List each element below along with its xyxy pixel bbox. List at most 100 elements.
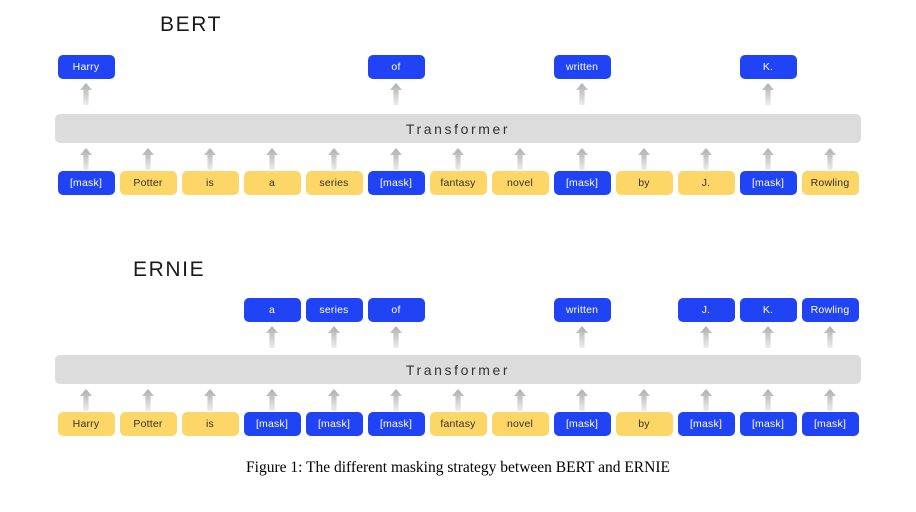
token-label: a bbox=[268, 304, 276, 316]
ernie-input-arrow-11 bbox=[761, 389, 775, 411]
token-label: novel bbox=[506, 418, 534, 430]
ernie-input-token-0: Harry bbox=[57, 412, 115, 436]
ernie-input-arrow-8 bbox=[575, 389, 589, 411]
bert-input-arrows bbox=[55, 148, 861, 170]
token-label: novel bbox=[506, 177, 534, 189]
bert-input-arrow-12 bbox=[823, 148, 837, 170]
token-label: J. bbox=[701, 304, 711, 316]
token-label: [mask] bbox=[689, 418, 723, 430]
ernie-input-token-7: novel bbox=[491, 412, 549, 436]
ernie-output-arrow-5 bbox=[389, 326, 403, 348]
ernie-input-token-4: [mask] bbox=[305, 412, 363, 436]
ernie-output-arrow-12 bbox=[823, 326, 837, 348]
ernie-input-arrows bbox=[55, 389, 861, 411]
ernie-prediction-token-10: J. bbox=[677, 298, 735, 322]
ernie-prediction-token-8: written bbox=[553, 298, 611, 322]
token-label: [mask] bbox=[751, 177, 785, 189]
bert-input-token-1: Potter bbox=[119, 171, 177, 195]
bert-input-token-6: fantasy bbox=[429, 171, 487, 195]
token-label: fantasy bbox=[440, 418, 476, 430]
bert-input-token-7: novel bbox=[491, 171, 549, 195]
token-label: of bbox=[391, 61, 401, 73]
bert-prediction-token-8: written bbox=[553, 55, 611, 79]
token-label: [mask] bbox=[379, 418, 413, 430]
bert-prediction-arrows bbox=[55, 83, 861, 105]
token-label: [mask] bbox=[69, 177, 103, 189]
bert-input-arrow-4 bbox=[327, 148, 341, 170]
token-label: written bbox=[565, 304, 599, 316]
token-label: Rowling bbox=[810, 177, 850, 189]
ernie-input-token-2: is bbox=[181, 412, 239, 436]
token-label: series bbox=[319, 304, 349, 316]
token-label: [mask] bbox=[317, 418, 351, 430]
ernie-input-token-3: [mask] bbox=[243, 412, 301, 436]
bert-input-token-3: a bbox=[243, 171, 301, 195]
bert-input-token-8: [mask] bbox=[553, 171, 611, 195]
ernie-input-arrow-12 bbox=[823, 389, 837, 411]
bert-prediction-token-0: Harry bbox=[57, 55, 115, 79]
bert-prediction-token-5: of bbox=[367, 55, 425, 79]
bert-input-token-12: Rowling bbox=[801, 171, 859, 195]
token-label: [mask] bbox=[751, 418, 785, 430]
bert-output-arrow-8 bbox=[575, 83, 589, 105]
ernie-input-token-9: by bbox=[615, 412, 673, 436]
ernie-input-token-1: Potter bbox=[119, 412, 177, 436]
token-label: Harry bbox=[72, 418, 100, 430]
bert-output-arrow-0 bbox=[79, 83, 93, 105]
ernie-input-arrow-1 bbox=[141, 389, 155, 411]
ernie-input-arrow-5 bbox=[389, 389, 403, 411]
token-label: by bbox=[638, 418, 650, 430]
token-label: series bbox=[319, 177, 349, 189]
token-label: a bbox=[268, 177, 276, 189]
bert-input-token-10: J. bbox=[677, 171, 735, 195]
token-label: Potter bbox=[133, 418, 163, 430]
bert-input-arrow-7 bbox=[513, 148, 527, 170]
ernie-transformer-label: Transformer bbox=[405, 361, 511, 378]
bert-section-title: BERT bbox=[160, 13, 223, 36]
ernie-output-arrow-4 bbox=[327, 326, 341, 348]
ernie-input-token-6: fantasy bbox=[429, 412, 487, 436]
ernie-output-arrow-3 bbox=[265, 326, 279, 348]
ernie-output-arrow-10 bbox=[699, 326, 713, 348]
bert-transformer-label: Transformer bbox=[405, 120, 511, 137]
bert-input-arrow-10 bbox=[699, 148, 713, 170]
bert-output-arrow-5 bbox=[389, 83, 403, 105]
token-label: is bbox=[206, 418, 214, 430]
ernie-input-row: Harry Potter is [mask] [mask] [mask] fantasy no… bbox=[55, 412, 861, 436]
token-label: by bbox=[638, 177, 650, 189]
ernie-output-arrow-11 bbox=[761, 326, 775, 348]
ernie-input-arrow-6 bbox=[451, 389, 465, 411]
token-label: written bbox=[565, 61, 599, 73]
token-label: K. bbox=[762, 61, 774, 73]
ernie-output-arrow-8 bbox=[575, 326, 589, 348]
ernie-input-arrow-7 bbox=[513, 389, 527, 411]
ernie-input-arrow-2 bbox=[203, 389, 217, 411]
ernie-input-arrow-9 bbox=[637, 389, 651, 411]
bert-input-arrow-5 bbox=[389, 148, 403, 170]
bert-input-row: [mask] Potter is a series [mask] fantasy novel [… bbox=[55, 171, 861, 195]
token-label: [mask] bbox=[565, 418, 599, 430]
ernie-prediction-token-3: a bbox=[243, 298, 301, 322]
token-label: fantasy bbox=[440, 177, 476, 189]
ernie-prediction-arrows bbox=[55, 326, 861, 348]
bert-input-arrow-0 bbox=[79, 148, 93, 170]
bert-input-token-0: [mask] bbox=[57, 171, 115, 195]
bert-input-arrow-1 bbox=[141, 148, 155, 170]
bert-input-arrow-9 bbox=[637, 148, 651, 170]
bert-input-arrow-6 bbox=[451, 148, 465, 170]
ernie-prediction-token-5: of bbox=[367, 298, 425, 322]
bert-output-arrow-11 bbox=[761, 83, 775, 105]
ernie-input-token-8: [mask] bbox=[553, 412, 611, 436]
token-label: of bbox=[391, 304, 401, 316]
token-label: is bbox=[206, 177, 214, 189]
token-label: Potter bbox=[133, 177, 163, 189]
ernie-input-arrow-0 bbox=[79, 389, 93, 411]
token-label: [mask] bbox=[813, 418, 847, 430]
ernie-transformer-block: Transformer bbox=[55, 355, 861, 384]
bert-input-token-11: [mask] bbox=[739, 171, 797, 195]
ernie-input-token-5: [mask] bbox=[367, 412, 425, 436]
bert-input-arrow-11 bbox=[761, 148, 775, 170]
ernie-prediction-token-11: K. bbox=[739, 298, 797, 322]
bert-input-token-4: series bbox=[305, 171, 363, 195]
